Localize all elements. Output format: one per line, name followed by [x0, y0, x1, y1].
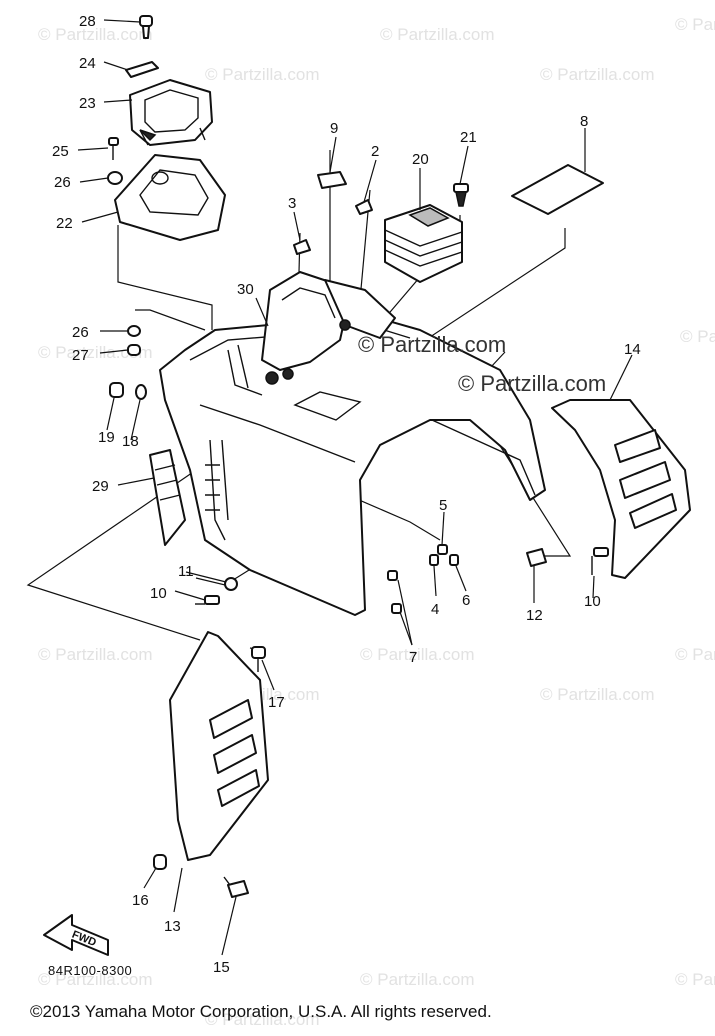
part-21-clip	[453, 183, 469, 207]
watermark: © Partzilla.com	[540, 65, 655, 84]
callout-3: 3	[288, 195, 296, 212]
part-28-screw	[139, 15, 153, 39]
watermark: © Partzilla.com	[680, 327, 715, 346]
callout-28: 28	[79, 13, 96, 30]
callout-20: 20	[412, 151, 429, 168]
callout-26b: 26	[72, 324, 89, 341]
part-22-cover-base	[114, 154, 226, 241]
part-5-grommet	[437, 544, 448, 555]
watermark: © Partzilla.com	[675, 15, 715, 34]
watermark: © Partzilla.com	[675, 970, 715, 989]
callout-2: 2	[371, 143, 379, 160]
callout-7: 7	[409, 649, 417, 666]
part-10-bolt	[195, 595, 220, 605]
callout-labels: 28 24 23 25 26 22 9 2 20 21 8 3 30 26 27…	[52, 13, 641, 976]
copyright-text: ©2013 Yamaha Motor Corporation, U.S.A. A…	[30, 1002, 492, 1021]
part-10-bolt	[591, 547, 609, 575]
part-26-nut	[107, 171, 123, 185]
callout-8: 8	[580, 113, 588, 130]
watermark: © Partzilla.com	[205, 65, 320, 84]
fwd-arrow-icon: FWD	[43, 914, 109, 956]
watermark: © Partzilla.com	[205, 1010, 320, 1029]
callout-22: 22	[56, 215, 73, 232]
callout-leaders	[77, 19, 633, 956]
callout-10: 10	[150, 585, 167, 602]
part-29-bracket	[149, 449, 186, 546]
watermark: © Partzilla.com	[38, 25, 153, 44]
part-1-front-body	[159, 271, 546, 616]
callout-24: 24	[79, 55, 96, 72]
part-13-left-side-cover	[169, 631, 269, 861]
part-24-plate	[125, 61, 159, 78]
part-16-collar	[153, 854, 167, 870]
watermark: © Partzilla.com	[360, 970, 475, 989]
part-6-grommet	[449, 554, 459, 566]
part-2-damper	[355, 199, 373, 215]
part-18-washer	[135, 384, 147, 400]
part-14-right-side-cover	[551, 399, 691, 579]
watermark: © Partzilla.com	[360, 645, 475, 664]
watermark: © Partzilla.com	[380, 25, 495, 44]
callout-11: 11	[178, 563, 194, 580]
watermark: © Partzilla.com	[540, 685, 655, 704]
partzilla-watermark: © Partzilla.com	[358, 332, 506, 357]
part-25-screw	[108, 137, 119, 160]
callout-21: 21	[460, 129, 477, 146]
part-19-collar	[109, 382, 124, 398]
callout-26: 26	[54, 174, 71, 191]
callout-25: 25	[52, 143, 69, 160]
partzilla-watermark: © Partzilla.com	[458, 371, 606, 396]
part-20-box	[384, 204, 463, 283]
callout-30: 30	[237, 281, 254, 298]
part-7-grommet	[391, 603, 402, 614]
watermark: © Partzilla.com	[675, 645, 715, 664]
callout-4: 4	[431, 601, 439, 618]
callout-18: 18	[122, 433, 139, 450]
callout-29: 29	[92, 478, 109, 495]
callout-16: 16	[132, 892, 149, 909]
callout-15: 15	[213, 959, 230, 976]
watermark: © Partzilla.com	[38, 343, 153, 362]
callout-13: 13	[164, 918, 181, 935]
callout-14: 14	[624, 341, 641, 358]
part-7-grommet	[387, 570, 398, 581]
part-27-collar	[127, 344, 141, 356]
callout-6: 6	[462, 592, 470, 609]
part-9-damper	[317, 171, 347, 189]
part-17-bolt	[251, 646, 266, 672]
watermark: © Partzilla.com	[38, 970, 153, 989]
part-23-cover-frame	[129, 79, 213, 146]
callout-5: 5	[439, 497, 447, 514]
callout-17: 17	[268, 694, 285, 711]
callout-19: 19	[98, 429, 115, 446]
part-8-sheet	[511, 164, 604, 215]
part-11-washer	[224, 577, 238, 591]
callout-23: 23	[79, 95, 96, 112]
callout-10b: 10	[584, 593, 601, 610]
part-4-grommet	[429, 554, 439, 566]
part-12-nut	[526, 548, 547, 567]
callout-27: 27	[72, 347, 89, 364]
callout-12: 12	[526, 607, 543, 624]
part-3-damper	[293, 239, 311, 255]
part-26-nut	[127, 325, 141, 337]
part-15-bolt	[223, 876, 249, 898]
watermark-grid: © Partzilla.com © Partzilla.com © Partzi…	[38, 15, 715, 1029]
callout-9: 9	[330, 120, 338, 137]
diagram-code: 84R100-8300	[48, 963, 133, 978]
watermark: © Partzilla.com	[38, 645, 153, 664]
